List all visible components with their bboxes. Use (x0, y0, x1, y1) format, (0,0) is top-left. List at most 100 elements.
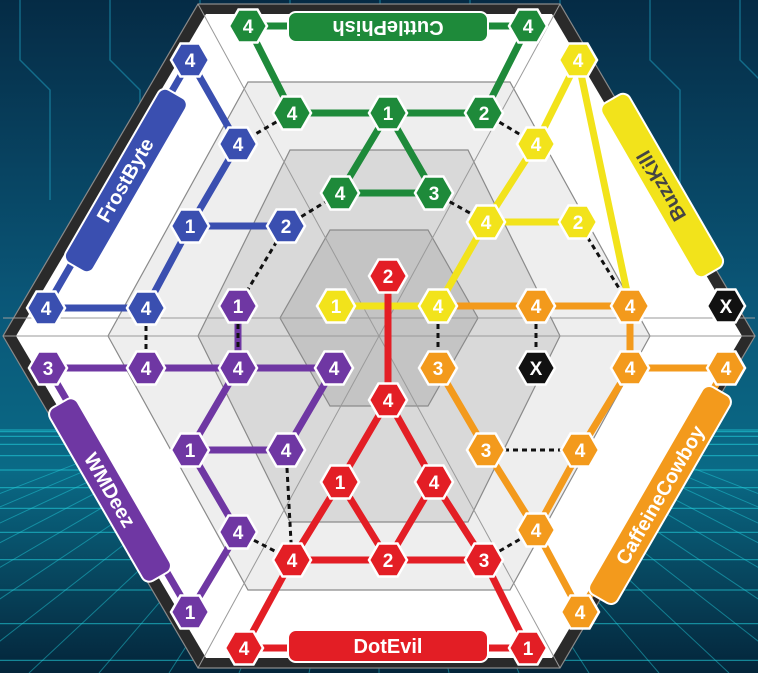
node-value: 4 (329, 359, 340, 380)
node-caffeinecowboy[interactable]: 4 (611, 352, 649, 385)
node-caffeinecowboy[interactable]: 4 (561, 596, 599, 629)
node-value: 4 (287, 551, 298, 572)
node-frostbyte[interactable]: 4 (171, 44, 209, 77)
node-buzzkill[interactable]: 4 (419, 290, 457, 323)
node-value: 4 (575, 441, 586, 462)
node-caffeinecowboy[interactable]: 4 (611, 290, 649, 323)
node-value: 2 (573, 213, 584, 234)
node-dotevil[interactable]: 1 (509, 632, 547, 665)
node-wmdeez[interactable]: 1 (219, 290, 257, 323)
node-value: 2 (281, 217, 292, 238)
node-value: 4 (233, 523, 244, 544)
node-value: 4 (383, 391, 394, 412)
node-dotevil[interactable]: 3 (465, 544, 503, 577)
node-caffeinecowboy[interactable]: 4 (707, 352, 745, 385)
node-value: 4 (233, 359, 244, 380)
node-value: 4 (531, 521, 542, 542)
node-value: 3 (433, 359, 444, 380)
node-dotevil[interactable]: 2 (369, 260, 407, 293)
node-cuttlephish[interactable]: 4 (509, 10, 547, 43)
node-cuttlephish[interactable]: 4 (229, 10, 267, 43)
node-value: 4 (433, 297, 444, 318)
node-value: 3 (481, 441, 492, 462)
node-value: 4 (575, 603, 586, 624)
node-caffeinecowboy[interactable]: 3 (419, 352, 457, 385)
node-buzzkill[interactable]: 4 (559, 44, 597, 77)
node-value: 1 (523, 639, 534, 660)
node-dotevil[interactable]: 4 (273, 544, 311, 577)
node-value: 4 (41, 299, 52, 320)
plate-label-cuttlephish: CuttlePhish (332, 16, 443, 38)
blocked-node[interactable]: X (707, 290, 745, 323)
node-wmdeez[interactable]: 4 (315, 352, 353, 385)
node-buzzkill[interactable]: 4 (467, 206, 505, 239)
node-value: X (530, 359, 543, 380)
node-dotevil[interactable]: 1 (321, 466, 359, 499)
node-wmdeez[interactable]: 3 (29, 352, 67, 385)
node-wmdeez[interactable]: 4 (219, 516, 257, 549)
node-value: 4 (481, 213, 492, 234)
node-frostbyte[interactable]: 1 (171, 210, 209, 243)
node-wmdeez[interactable]: 1 (171, 596, 209, 629)
node-value: 4 (531, 297, 542, 318)
node-value: 1 (335, 473, 346, 494)
node-value: 4 (141, 299, 152, 320)
node-dotevil[interactable]: 4 (225, 632, 263, 665)
node-buzzkill[interactable]: 4 (517, 128, 555, 161)
node-value: 1 (233, 297, 244, 318)
node-value: 4 (573, 51, 584, 72)
node-caffeinecowboy[interactable]: 4 (517, 290, 555, 323)
node-caffeinecowboy[interactable]: 3 (467, 434, 505, 467)
node-dotevil[interactable]: 2 (369, 544, 407, 577)
node-value: 3 (43, 359, 54, 380)
node-value: 4 (335, 184, 346, 205)
node-frostbyte[interactable]: 4 (27, 292, 65, 325)
node-value: 4 (429, 473, 440, 494)
node-frostbyte[interactable]: 2 (267, 210, 305, 243)
node-value: 4 (233, 135, 244, 156)
node-wmdeez[interactable]: 4 (267, 434, 305, 467)
node-wmdeez[interactable]: 4 (127, 352, 165, 385)
node-wmdeez[interactable]: 4 (219, 352, 257, 385)
plate-dotevil: DotEvil (288, 630, 488, 662)
node-value: 4 (239, 639, 250, 660)
node-value: 2 (479, 104, 490, 125)
node-cuttlephish[interactable]: 3 (415, 177, 453, 210)
node-frostbyte[interactable]: 4 (127, 292, 165, 325)
node-caffeinecowboy[interactable]: 4 (561, 434, 599, 467)
plate-cuttlephish: CuttlePhish (288, 12, 488, 42)
node-cuttlephish[interactable]: 2 (465, 97, 503, 130)
node-cuttlephish[interactable]: 4 (321, 177, 359, 210)
node-caffeinecowboy[interactable]: 4 (517, 514, 555, 547)
blocked-node[interactable]: X (517, 352, 555, 385)
node-dotevil[interactable]: 4 (369, 384, 407, 417)
node-value: 4 (721, 359, 732, 380)
node-value: 2 (383, 267, 394, 288)
node-value: 1 (185, 441, 196, 462)
node-value: 4 (625, 297, 636, 318)
node-value: 4 (287, 104, 298, 125)
node-wmdeez[interactable]: 1 (171, 434, 209, 467)
node-buzzkill[interactable]: 1 (317, 290, 355, 323)
node-cuttlephish[interactable]: 1 (369, 97, 407, 130)
node-value: 4 (185, 51, 196, 72)
node-dotevil[interactable]: 4 (415, 466, 453, 499)
node-value: 1 (185, 603, 196, 624)
node-buzzkill[interactable]: 2 (559, 206, 597, 239)
node-value: 3 (429, 184, 440, 205)
node-value: 4 (625, 359, 636, 380)
node-value: 4 (281, 441, 292, 462)
node-cuttlephish[interactable]: 4 (273, 97, 311, 130)
node-value: 4 (531, 135, 542, 156)
node-value: 1 (383, 104, 394, 125)
node-value: 4 (523, 17, 534, 38)
node-value: 4 (141, 359, 152, 380)
node-value: 3 (479, 551, 490, 572)
node-frostbyte[interactable]: 4 (219, 128, 257, 161)
node-value: 2 (383, 551, 394, 572)
plate-label-dotevil: DotEvil (354, 636, 423, 658)
node-value: 4 (243, 17, 254, 38)
node-value: 1 (185, 217, 196, 238)
